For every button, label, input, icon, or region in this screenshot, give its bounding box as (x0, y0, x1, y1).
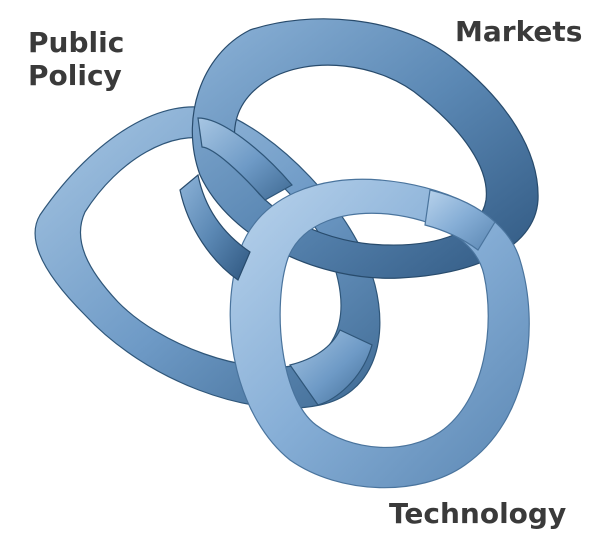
top-ring-overlap-segment (179, 173, 251, 281)
technology-label: Technology (389, 497, 567, 530)
public-policy-label-line-1: Public (28, 26, 125, 59)
technology-ring (229, 178, 530, 489)
left-ring-overlap-segment (197, 117, 293, 201)
public-policy-label: Public Policy (28, 26, 124, 92)
left-ring-over-technology-segment (289, 329, 373, 406)
markets-label: Markets (455, 15, 583, 48)
public-policy-label-line-2: Policy (28, 59, 122, 93)
technology-ring-over-markets-segment (424, 189, 496, 251)
